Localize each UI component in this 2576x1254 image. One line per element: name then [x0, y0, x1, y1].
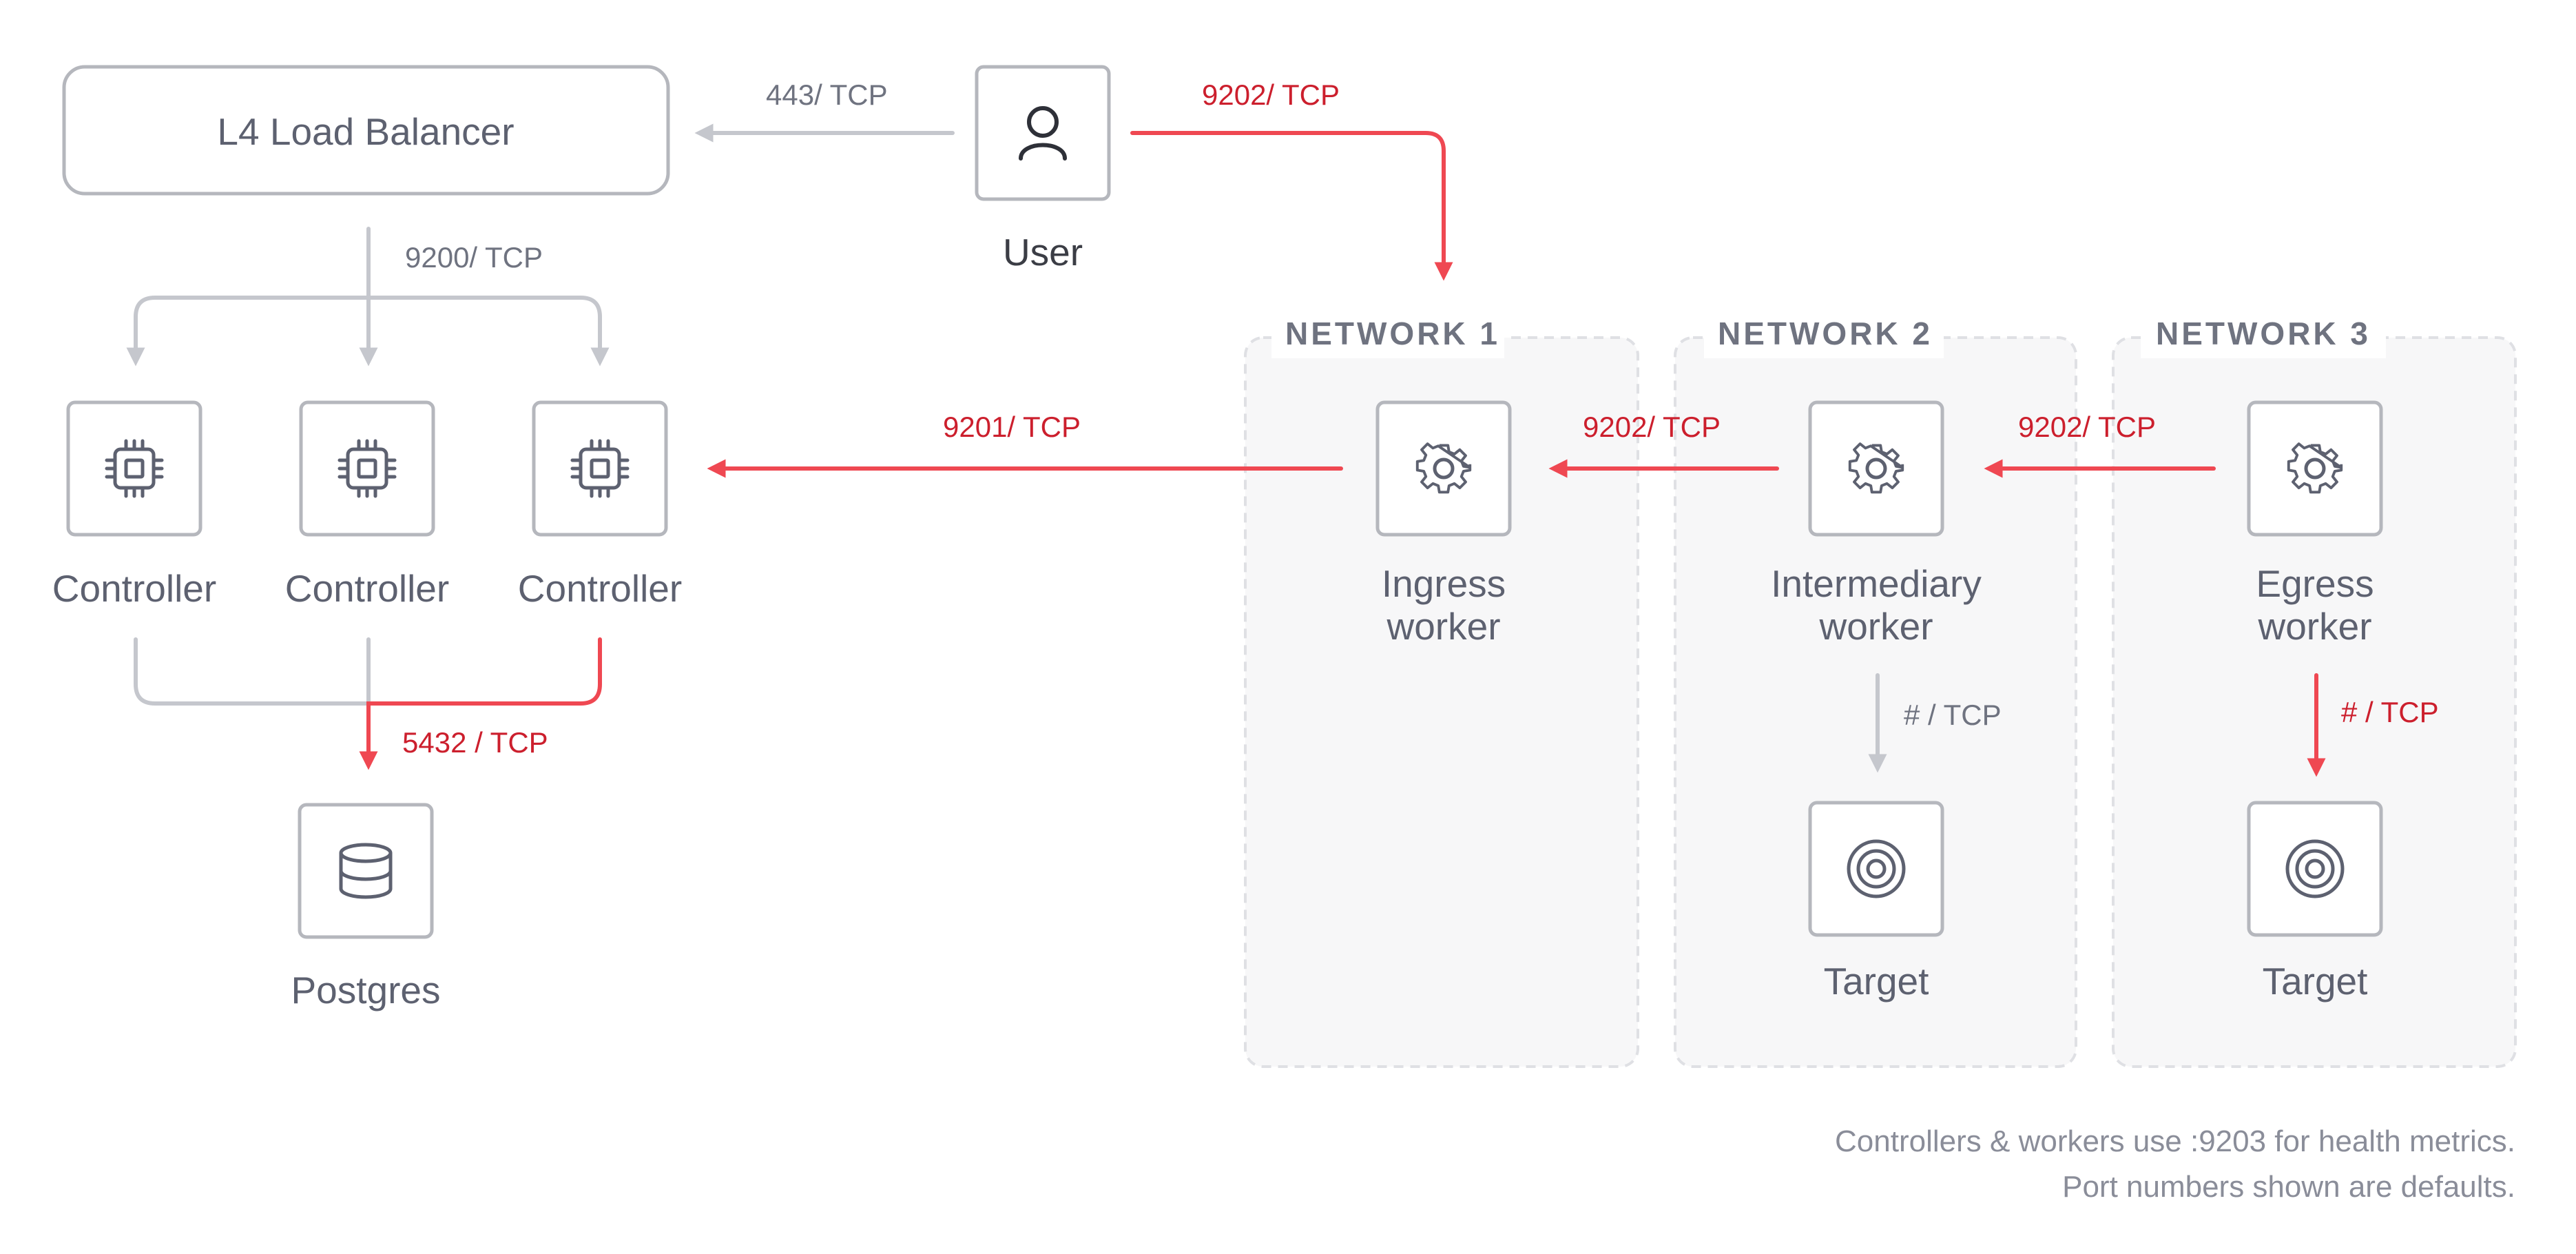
- edge-label-controllers-postgres: 5432 / TCP: [402, 726, 548, 759]
- postgres-label: Postgres: [291, 969, 440, 1011]
- edge-label-intermediary-ingress: 9202/ TCP: [1583, 411, 1721, 443]
- edge-label-intermediary-target: # / TCP: [1904, 699, 2002, 731]
- edge-label-user-lb: 443/ TCP: [766, 79, 888, 111]
- controller-to-postgres-red: [359, 637, 602, 770]
- edge-label-user-ingress: 9202/ TCP: [1202, 79, 1340, 111]
- network-1-title: NETWORK 1: [1285, 316, 1500, 351]
- postgres-node[interactable]: Postgres: [291, 803, 441, 1011]
- lb-to-controllers-connector: [126, 227, 610, 367]
- egress-worker-node[interactable]: Egress worker: [2247, 400, 2383, 648]
- network-2-title: NETWORK 2: [1718, 316, 1933, 351]
- ingress-worker-label-line2: worker: [1386, 605, 1500, 648]
- egress-worker-label-line2: worker: [2257, 605, 2371, 648]
- user-node[interactable]: User: [975, 65, 1111, 274]
- controllers-to-postgres-gray: [134, 637, 371, 706]
- target-icon: [2285, 839, 2345, 898]
- footnote-line-2: Port numbers shown are defaults.: [2062, 1170, 2515, 1204]
- person-icon: [1019, 106, 1067, 161]
- network-1-region: NETWORK 1: [1244, 309, 1639, 1068]
- load-balancer-label: L4 Load Balancer: [217, 110, 514, 153]
- controller-label-2: Controller: [285, 567, 449, 610]
- egress-worker-label-line1: Egress: [2256, 562, 2374, 605]
- gear-icon: [1848, 442, 1904, 494]
- target-node-network-2[interactable]: Target: [1808, 801, 1944, 1003]
- target-label-network-3: Target: [2263, 960, 2368, 1003]
- controller-node-3[interactable]: Controller: [518, 400, 682, 610]
- controller-label-1: Controller: [52, 567, 216, 610]
- user-label: User: [1003, 231, 1083, 274]
- cpu-chip-icon: [105, 439, 164, 498]
- intermediary-worker-label-line2: worker: [1818, 605, 1933, 648]
- controller-node-1[interactable]: Controller: [52, 400, 216, 610]
- database-icon: [339, 843, 393, 899]
- ingress-worker-label-line1: Ingress: [1382, 562, 1506, 605]
- gear-icon: [1415, 442, 1472, 494]
- network-3-title: NETWORK 3: [2156, 316, 2371, 351]
- gear-icon: [2287, 442, 2343, 494]
- controller-node-2[interactable]: Controller: [285, 400, 449, 610]
- cpu-chip-icon: [570, 439, 630, 498]
- load-balancer-node[interactable]: L4 Load Balancer: [62, 65, 670, 196]
- edge-label-egress-target: # / TCP: [2341, 696, 2439, 728]
- target-node-network-3[interactable]: Target: [2247, 801, 2383, 1003]
- cpu-chip-icon: [337, 439, 397, 498]
- target-label-network-2: Target: [1824, 960, 1929, 1003]
- user-to-ingress-connector: [1130, 131, 1453, 281]
- edge-label-ingress-controller: 9201/ TCP: [943, 411, 1081, 443]
- intermediary-worker-label-line1: Intermediary: [1771, 562, 1982, 605]
- edge-label-lb-controllers: 9200/ TCP: [405, 241, 543, 274]
- footnote-line-1: Controllers & workers use :9203 for heal…: [1835, 1124, 2515, 1158]
- target-icon: [1847, 839, 1906, 898]
- controller-label-3: Controller: [518, 567, 682, 610]
- intermediary-worker-node[interactable]: Intermediary worker: [1771, 400, 1982, 648]
- ingress-worker-node[interactable]: Ingress worker: [1375, 400, 1512, 648]
- edge-label-egress-intermediary: 9202/ TCP: [2018, 411, 2156, 443]
